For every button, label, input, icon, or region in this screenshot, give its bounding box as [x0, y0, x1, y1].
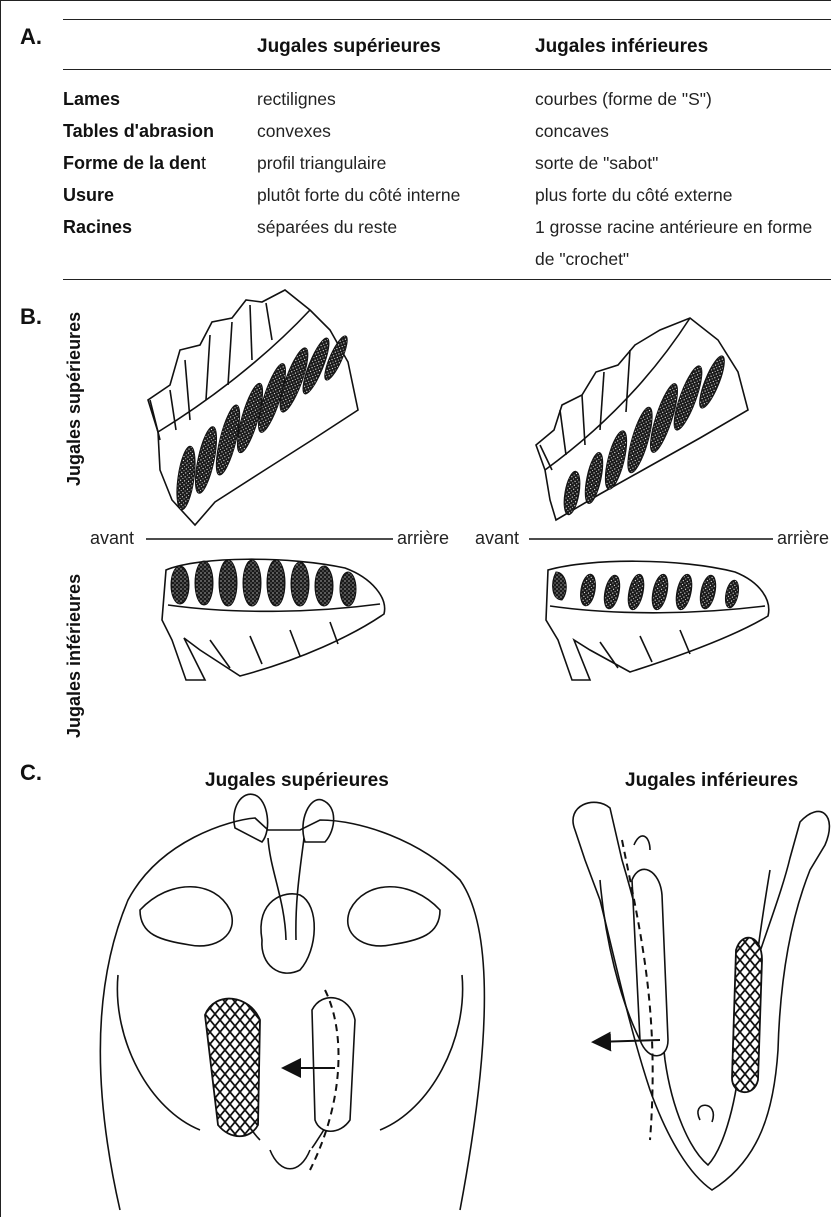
upper-cheek-teeth-worn-row	[205, 999, 260, 1137]
lower-cheek-teeth-left-row	[632, 869, 668, 1055]
upper-cheek-teeth-right-row	[312, 998, 355, 1132]
lower-jaw-mandible	[573, 802, 829, 1190]
upper-jaw-palate	[100, 794, 484, 1210]
lower-cheek-teeth-worn-row	[732, 938, 762, 1093]
